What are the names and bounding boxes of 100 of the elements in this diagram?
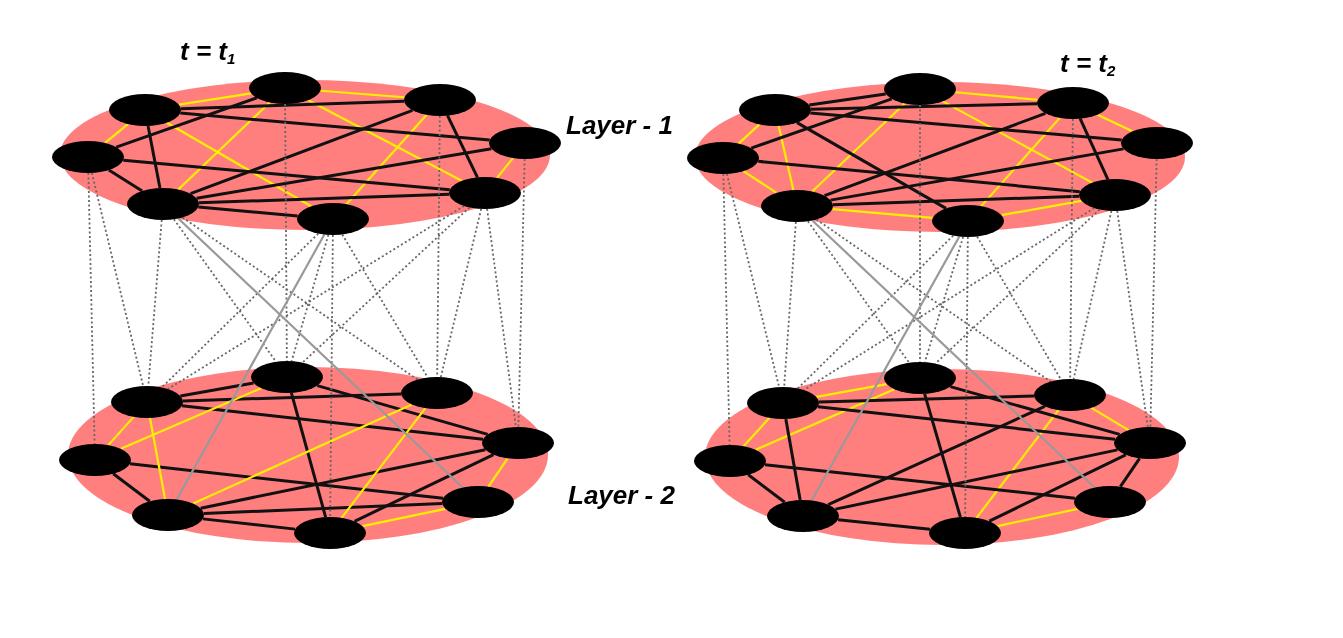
dotted-link — [160, 232, 320, 389]
link-line — [198, 205, 298, 218]
dotted-link — [1069, 118, 1074, 380]
network-node — [1114, 427, 1186, 459]
network-node — [251, 361, 323, 393]
link-line — [777, 125, 795, 191]
network-node — [761, 190, 833, 222]
network-node — [1074, 486, 1146, 518]
link-line — [316, 384, 489, 436]
link-line — [1119, 457, 1141, 488]
link-line — [832, 208, 933, 219]
link-line — [166, 121, 312, 208]
link-line — [742, 417, 771, 447]
dotted-link — [90, 172, 145, 387]
link-line — [955, 91, 1038, 101]
dotted-link — [284, 103, 288, 362]
network-node — [767, 500, 839, 532]
dotted-link — [923, 235, 965, 364]
network-node — [884, 362, 956, 394]
link-line — [830, 147, 1124, 202]
time-label: t = t$_{2}$ — [1060, 47, 1116, 81]
link-line — [837, 518, 931, 531]
link-line — [192, 403, 413, 505]
network-node — [884, 73, 956, 105]
link-line — [120, 387, 262, 450]
network-node — [404, 84, 476, 116]
dotted-link — [964, 236, 969, 518]
link-line — [1097, 113, 1133, 133]
dotted-link — [87, 172, 96, 445]
link-line — [809, 92, 886, 107]
time-label: t = t$_{1}$ — [180, 35, 236, 69]
dotted-link — [1149, 158, 1158, 428]
link-line — [758, 159, 1080, 194]
link-line — [200, 448, 486, 510]
dotted-link — [329, 234, 334, 518]
link-line — [811, 219, 1096, 489]
link-line — [340, 407, 427, 519]
link-line — [949, 385, 1121, 436]
dotted-link — [439, 208, 483, 378]
link-line — [307, 99, 463, 182]
link-line — [189, 108, 414, 196]
link-line — [182, 392, 402, 403]
layer-label: Layer - 1 — [566, 109, 673, 142]
link-line — [811, 102, 906, 193]
link-line — [997, 507, 1078, 528]
link-line — [1078, 118, 1110, 180]
link-line — [810, 111, 1122, 142]
layer-label: Layer - 2 — [568, 479, 675, 512]
link-line — [196, 147, 492, 200]
dotted-link — [934, 208, 1101, 365]
link-line — [747, 473, 786, 504]
link-line — [796, 121, 947, 210]
link-line — [496, 157, 514, 179]
link-line — [832, 194, 1080, 207]
link-line — [320, 89, 405, 99]
link-line — [345, 114, 428, 205]
dotted-link — [181, 216, 419, 381]
link-line — [362, 507, 446, 528]
link-line — [980, 117, 1061, 207]
network-node — [294, 517, 366, 549]
network-node — [739, 94, 811, 126]
link-line — [737, 123, 761, 145]
link-line — [104, 123, 129, 144]
link-line — [198, 192, 450, 205]
network-node — [932, 205, 1004, 237]
dotted-link — [726, 173, 780, 388]
link-line — [289, 392, 328, 518]
link-line — [742, 170, 778, 194]
link-line — [824, 111, 1046, 198]
dotted-link — [341, 233, 429, 379]
link-line — [818, 394, 1035, 404]
link-line — [764, 463, 1076, 500]
link-line — [755, 388, 895, 451]
network-node — [1037, 87, 1109, 119]
network-node — [111, 386, 183, 418]
link-line — [487, 457, 509, 488]
network-node — [929, 517, 1001, 549]
link-line — [146, 125, 162, 189]
network-node — [747, 387, 819, 419]
link-line — [177, 217, 464, 489]
link-line — [827, 405, 1046, 506]
network-node — [1034, 379, 1106, 411]
network-node — [127, 188, 199, 220]
network-node — [449, 177, 521, 209]
network-node — [1121, 127, 1193, 159]
network-node — [694, 445, 766, 477]
dotted-link — [173, 218, 277, 363]
link-line — [1001, 199, 1082, 217]
link-line — [353, 453, 495, 523]
dotted-link — [517, 158, 526, 428]
link-line — [180, 381, 254, 398]
link-line — [446, 115, 479, 178]
link-line — [988, 453, 1127, 523]
dotted-link — [301, 206, 471, 364]
link-line — [175, 234, 326, 500]
link-line — [108, 168, 143, 193]
network-node — [59, 444, 131, 476]
dotted-link — [486, 208, 517, 428]
dotted-link — [815, 218, 1052, 383]
link-line — [148, 417, 167, 500]
